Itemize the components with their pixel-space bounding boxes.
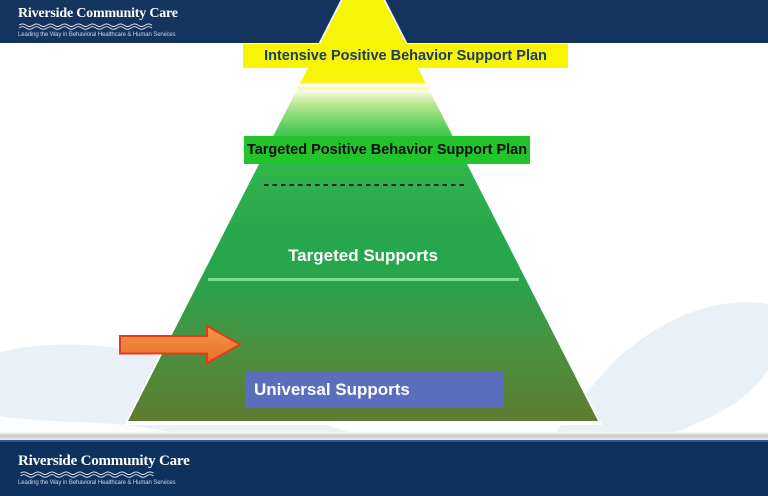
header-brand-name: Riverside Community Care <box>18 6 178 21</box>
arrow-right-icon <box>119 325 242 365</box>
header-brand: Riverside Community Care Leading the Way… <box>18 6 178 38</box>
wave-left-white <box>0 416 170 432</box>
tier-label-targeted-plan: Targeted Positive Behavior Support Plan <box>244 136 530 164</box>
separator-band <box>0 432 768 440</box>
header-brand-tagline: Leading the Way in Behavioral Healthcare… <box>18 32 176 38</box>
divider-light-green-line <box>208 278 519 281</box>
footer-brand: Riverside Community Care Leading the Way… <box>18 453 190 486</box>
brand-wave-underline-icon <box>20 471 154 478</box>
footer-brand-name: Riverside Community Care <box>18 453 190 469</box>
wave-right <box>556 302 768 432</box>
tier-label-intensive: Intensive Positive Behavior Support Plan <box>243 44 568 68</box>
tier-label-universal: Universal Supports <box>245 371 504 408</box>
footer-bar: Riverside Community Care Leading the Way… <box>0 440 768 496</box>
brand-wave-underline-icon <box>18 23 153 30</box>
tier-label-targeted-supports: Targeted Supports <box>288 246 438 265</box>
divider-dashed-line <box>264 184 465 186</box>
divider-white-line <box>299 84 429 87</box>
footer-brand-tagline: Leading the Way in Behavioral Healthcare… <box>18 480 176 486</box>
